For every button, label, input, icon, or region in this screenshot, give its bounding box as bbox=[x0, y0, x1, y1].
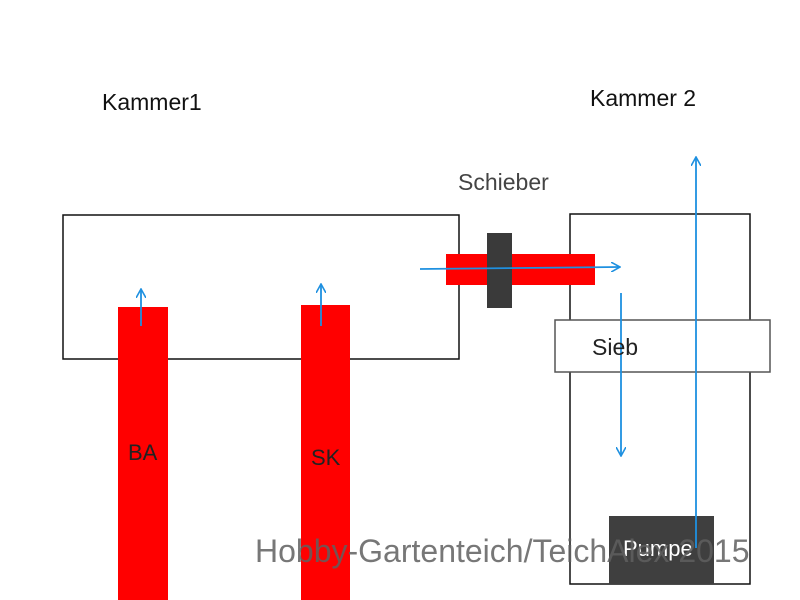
watermark-text: Hobby-Gartenteich/TeichAlex 2015 bbox=[255, 533, 750, 569]
connecting-pipe bbox=[446, 254, 595, 285]
ba-label: BA bbox=[128, 440, 158, 465]
schieber-label: Schieber bbox=[458, 169, 549, 195]
kammer2-label: Kammer 2 bbox=[590, 85, 697, 111]
kammer1-label: Kammer1 bbox=[102, 89, 202, 115]
sieb-label: Sieb bbox=[592, 334, 639, 360]
pumpe-label: Pumpe bbox=[623, 536, 693, 561]
sk-label: SK bbox=[311, 445, 341, 470]
sieb-box bbox=[554, 319, 771, 373]
ba-pipe bbox=[118, 307, 168, 600]
flow-arrow-pipe bbox=[419, 267, 619, 269]
schieber-block bbox=[487, 233, 512, 308]
kammer1-box bbox=[62, 214, 460, 360]
sk-pipe bbox=[301, 305, 350, 600]
